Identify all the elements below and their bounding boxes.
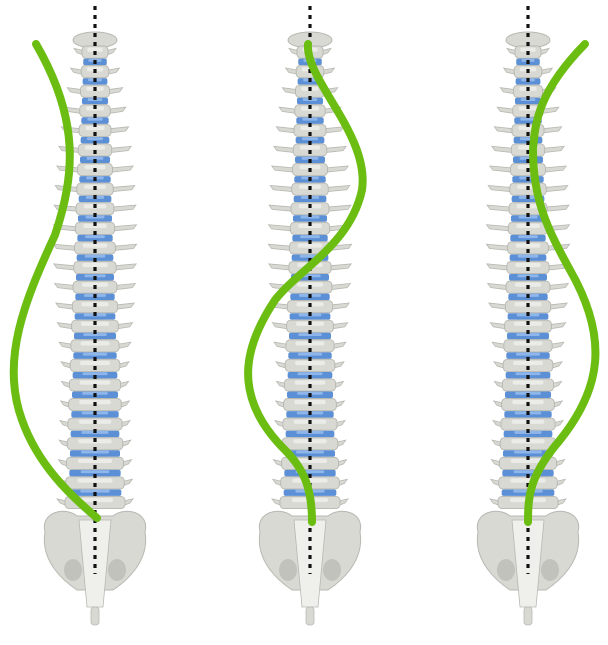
coccyx [91,607,99,625]
disc-highlight [298,353,322,356]
coccyx [524,607,532,625]
disc-highlight [85,235,105,238]
vertebra-highlight [80,361,110,365]
disc-highlight [85,255,105,258]
disc-highlight [83,353,107,356]
coccyx [306,607,314,625]
disc-highlight [87,118,102,121]
disc-highlight [81,451,109,454]
disc-highlight [298,372,323,375]
pelvis-foramen [64,559,82,581]
disc-highlight [81,470,110,473]
pelvis-foramen [323,559,341,581]
disc-highlight [518,235,538,238]
disc-highlight [514,451,542,454]
vertebra-highlight [510,478,545,482]
disc-highlight [87,137,103,140]
disc-highlight [300,235,320,238]
vertebra-highlight [513,361,543,365]
vertebra-highlight [77,478,112,482]
disc-highlight [83,372,108,375]
disc-highlight [516,353,540,356]
vertebra-highlight [85,145,105,149]
vertebra-highlight [515,263,540,267]
disc-highlight [302,118,317,121]
pelvis-foramen [497,559,515,581]
pelvis-foramen [279,559,297,581]
disc-highlight [518,255,538,258]
pelvis-foramen [541,559,559,581]
disc-highlight [296,451,324,454]
vertebra-highlight [295,361,325,365]
vertebra-highlight [300,145,320,149]
disc-highlight [516,372,541,375]
vertebra-highlight [82,263,107,267]
pelvis-foramen [108,559,126,581]
disc-highlight [302,137,318,140]
